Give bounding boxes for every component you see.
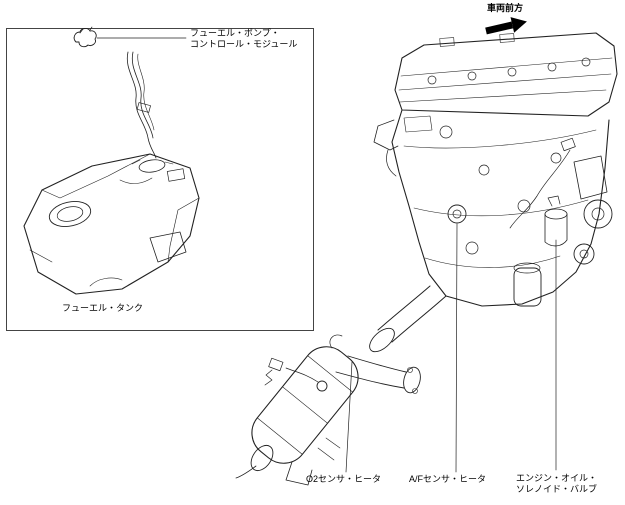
- af-leader-line: [455, 223, 458, 473]
- oil-solenoid-label-line1: エンジン・オイル・: [516, 473, 598, 483]
- engine-drawing: [373, 32, 618, 307]
- inset-box: [6, 28, 314, 331]
- af-sensor-heater-label: A/Fセンサ・ヒータ: [409, 474, 487, 484]
- oil-solenoid-label-line2: ソレノイド・バルブ: [516, 484, 598, 494]
- front-direction-label: 車両前方: [487, 3, 524, 13]
- oil-solenoid-label: エンジン・オイル・ ソレノイド・バルブ: [516, 473, 597, 495]
- fuel-pump-module-icon: [73, 26, 97, 48]
- af-sensor-icon: [447, 204, 467, 224]
- fuel-tank-drawing: [23, 26, 200, 295]
- fuel-tank-label: フューエル・タンク: [62, 303, 144, 313]
- front-arrow-icon: [485, 17, 527, 35]
- oil-solenoid-valve-icon: [544, 195, 568, 247]
- o2-leader-line: [345, 361, 353, 473]
- o2-sensor-icon: [264, 357, 328, 392]
- fuel-pump-module-label-line1: フューエル・ポンプ・: [190, 28, 280, 38]
- leader-lines: [345, 223, 557, 473]
- fuel-pump-module-label-line2: コントロール・モジュール: [190, 39, 298, 49]
- o2-sensor-heater-label: O2センサ・ヒータ: [306, 474, 382, 484]
- fuel-pump-module-label: フューエル・ポンプ・ コントロール・モジュール: [190, 28, 297, 50]
- exhaust-drawing: [235, 285, 447, 486]
